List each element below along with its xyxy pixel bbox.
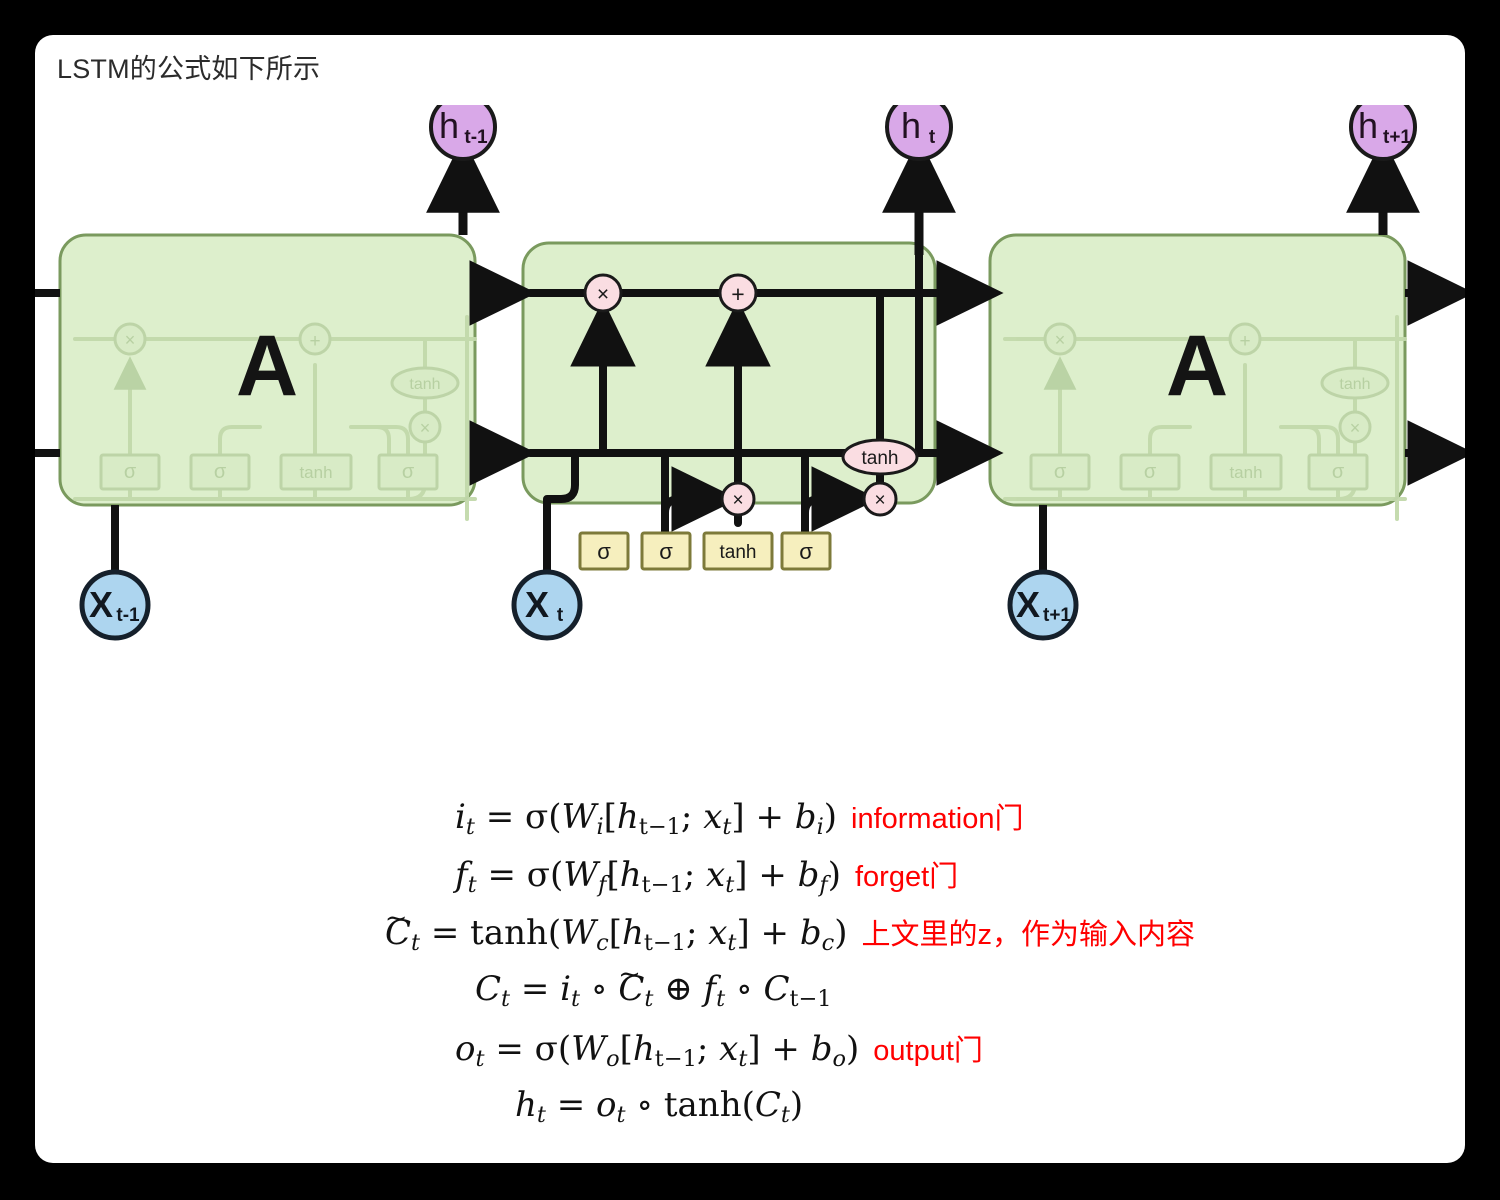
svg-text:h: h: [439, 105, 459, 146]
svg-text:+: +: [731, 281, 744, 307]
svg-text:X: X: [1016, 584, 1040, 625]
cellstate-tanh-ellipse: tanh: [841, 438, 919, 476]
forget-gate-sigma: σ: [578, 531, 630, 571]
input-gate-math: it = σ(Wi[ht−1; xt] + bi): [455, 797, 838, 840]
x-next: X t+1: [1007, 569, 1079, 641]
hidden-state-math: ht = ot ∘ tanh(Ct): [515, 1085, 804, 1128]
svg-text:tanh: tanh: [720, 542, 757, 563]
input-gate-equation: it = σ(Wi[ht−1; xt] + bi) information门: [35, 795, 1465, 847]
svg-text:t-1: t-1: [464, 127, 488, 148]
svg-text:X: X: [89, 584, 113, 625]
svg-text:t+1: t+1: [1043, 605, 1071, 626]
h-next: h t+1: [1349, 93, 1417, 161]
svg-text:t-1: t-1: [116, 605, 140, 626]
forget-gate-note: forget门: [854, 861, 959, 893]
svg-text:σ: σ: [659, 539, 673, 564]
svg-text:t+1: t+1: [1383, 127, 1411, 148]
x-current: X t: [511, 569, 583, 641]
cell-next: A: [988, 233, 1405, 519]
slide-card: LSTM的公式如下所示: [35, 35, 1465, 1163]
page-title: LSTM的公式如下所示: [57, 54, 321, 84]
output-gate-equation: ot = σ(Wo[ht−1; xt] + bo) output门: [35, 1027, 1465, 1079]
svg-text:h: h: [1358, 105, 1378, 146]
add-cellstate: +: [718, 273, 758, 313]
cell-next-label: A: [1166, 318, 1228, 414]
operator-nodes: × + × × tanh: [583, 273, 919, 517]
svg-text:tanh: tanh: [862, 448, 899, 469]
svg-text:σ: σ: [799, 539, 813, 564]
h-current: h t: [885, 93, 953, 161]
lstm-chain-diagram: σ σ tanh σ × + × tanh: [35, 93, 1465, 695]
output-gate-sigma: σ: [780, 531, 832, 571]
output-gate-note: output门: [873, 1035, 983, 1067]
cell-prev: A: [58, 233, 475, 519]
svg-text:×: ×: [732, 490, 743, 511]
input-gate-sigma: σ: [640, 531, 692, 571]
svg-text:σ: σ: [597, 539, 611, 564]
input-gate-note: information门: [851, 803, 1024, 835]
multiply-forget: ×: [583, 273, 623, 313]
x-prev: X t-1: [79, 569, 151, 641]
hidden-state-equation: ht = ot ∘ tanh(Ct): [35, 1085, 1465, 1137]
candidate-cell-equation: ~Ct = tanh(Wc[ht−1; xt] + bc) 上文里的z，作为输入…: [35, 903, 1465, 963]
multiply-input: ×: [720, 481, 756, 517]
svg-text:t: t: [557, 605, 564, 626]
svg-text:×: ×: [597, 283, 609, 306]
cell-state-equation: Ct = it ∘ ~Ct ⊕ ft ∘ Ct−1: [35, 959, 1465, 1021]
output-gate-math: ot = σ(Wo[ht−1; xt] + bo): [455, 1029, 860, 1072]
candidate-cell-math: ~Ct = tanh(Wc[ht−1; xt] + bc): [384, 903, 848, 956]
svg-text:X: X: [525, 584, 549, 625]
formula-block: it = σ(Wi[ht−1; xt] + bi) information门 f…: [35, 795, 1465, 1143]
cell-prev-label: A: [236, 318, 298, 414]
forget-gate-equation: ft = σ(Wf[ht−1; xt] + bf) forget门: [35, 853, 1465, 905]
svg-text:×: ×: [874, 490, 885, 511]
forget-gate-math: ft = σ(Wf[ht−1; xt] + bf): [455, 855, 841, 898]
svg-text:h: h: [901, 105, 921, 146]
candidate-tanh-box: tanh: [702, 531, 774, 571]
multiply-output: ×: [862, 481, 898, 517]
cell-state-math: Ct = it ∘ ~Ct ⊕ ft ∘ Ct−1: [475, 959, 832, 1012]
candidate-cell-note: 上文里的z，作为输入内容: [861, 919, 1195, 951]
gate-boxes: σ σ tanh σ: [578, 531, 832, 571]
svg-text:t: t: [929, 127, 936, 148]
h-prev: h t-1: [429, 93, 497, 161]
